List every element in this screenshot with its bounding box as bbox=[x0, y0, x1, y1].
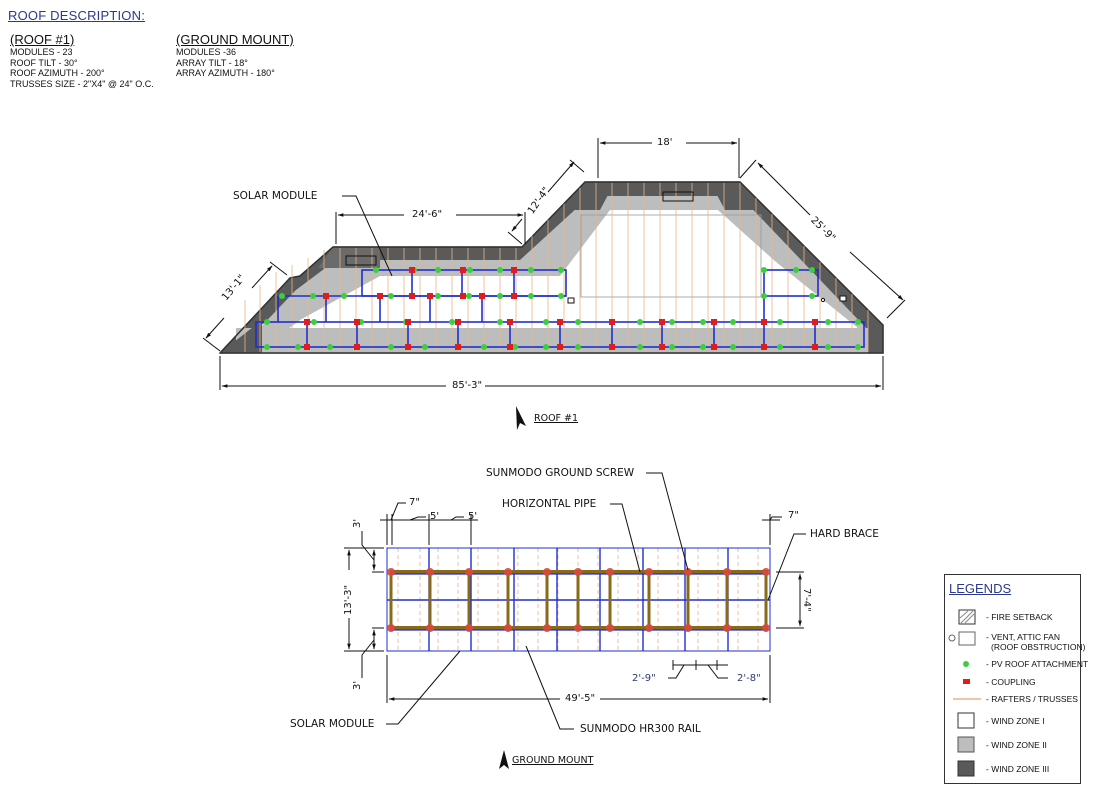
coupling-icon bbox=[963, 679, 970, 684]
ground-mount-modules: MODULES -36 bbox=[176, 47, 237, 57]
ground-solar-module-label: SOLAR MODULE bbox=[290, 718, 375, 730]
ground-screw-label: SUNMODO GROUND SCREW bbox=[486, 467, 635, 479]
legend-coupling: - COUPLING bbox=[945, 675, 1080, 693]
rafter-line-icon bbox=[953, 698, 981, 700]
roof1-description: (ROOF #1) MODULES - 23 ROOF TILT - 30° R… bbox=[10, 32, 154, 89]
white-square-icon bbox=[957, 712, 975, 729]
roof-obstructions bbox=[345, 191, 847, 304]
roof-caption: ROOF #1 bbox=[534, 413, 579, 424]
dim-upper-left: 24'-6" bbox=[412, 209, 443, 220]
green-dot-icon bbox=[963, 661, 969, 667]
dim-ground-width-total: 49'-5" bbox=[562, 693, 599, 704]
pv-roof-attachments bbox=[264, 267, 861, 350]
dim-module-w1: 2'-9" bbox=[632, 673, 656, 684]
north-arrow-icon-ground bbox=[499, 750, 509, 769]
legend-wind-zone-2: - WIND ZONE II bbox=[945, 735, 1080, 753]
dim-module-w2: 2'-8" bbox=[737, 673, 761, 684]
roof1-tilt: ROOF TILT - 30° bbox=[10, 57, 78, 68]
legend-vent: - VENT, ATTIC FAN (ROOF OBSTRUCTION) bbox=[945, 630, 1085, 656]
dim-top-overhang: 3' bbox=[352, 518, 363, 528]
dim-width-total: 85'-3" bbox=[449, 380, 486, 391]
ground-caption: GROUND MOUNT bbox=[512, 755, 594, 766]
roof1-trusses: TRUSSES SIZE - 2"X4" @ 24" O.C. bbox=[10, 78, 154, 89]
legend-pv-attachment: - PV ROOF ATTACHMENT bbox=[945, 657, 1088, 675]
hard-brace-label: HARD BRACE bbox=[810, 528, 879, 540]
legend-rafters: - RAFTERS / TRUSSES bbox=[945, 692, 1080, 710]
roof-outline bbox=[218, 181, 884, 354]
dim-right-offset: 7" bbox=[788, 510, 799, 521]
roof-solar-module-label: SOLAR MODULE bbox=[233, 190, 318, 202]
ground-dimension-lines bbox=[344, 472, 806, 730]
dim-height-total: 13'-3" bbox=[343, 582, 354, 617]
rail-label: SUNMODO HR300 RAIL bbox=[580, 723, 701, 735]
dim-spacing-1: 5' bbox=[430, 511, 440, 522]
legend-box: LEGENDS - FIRE SETBACK - VENT, ATTIC FAN… bbox=[944, 574, 1088, 784]
dim-bottom-overhang: 3' bbox=[352, 680, 363, 690]
dim-spacing-2: 5' bbox=[468, 511, 478, 522]
dim-top: 18' bbox=[657, 137, 673, 148]
ground-mount-description: (GROUND MOUNT) MODULES -36 ARRAY TILT - … bbox=[176, 32, 294, 79]
roof-dimension-lines bbox=[202, 138, 906, 390]
dim-left-offset: 7" bbox=[409, 497, 420, 508]
ground-mount-tilt: ARRAY TILT - 18° bbox=[176, 57, 248, 68]
vent-icon bbox=[948, 631, 976, 646]
ground-mount-title: (GROUND MOUNT) bbox=[176, 32, 294, 47]
lightgray-square-icon bbox=[957, 736, 975, 753]
roof1-modules: MODULES - 23 bbox=[10, 47, 73, 57]
ground-mount-drawing bbox=[386, 547, 771, 652]
legend-title: LEGENDS bbox=[949, 581, 1012, 596]
roof1-title: (ROOF #1) bbox=[10, 32, 75, 47]
legend-wind-zone-3: - WIND ZONE III bbox=[945, 759, 1080, 777]
ground-mount-azimuth: ARRAY AZIMUTH - 180° bbox=[176, 68, 275, 78]
darkgray-square-icon bbox=[957, 760, 975, 777]
couplings bbox=[304, 267, 818, 350]
legend-wind-zone-1: - WIND ZONE I bbox=[945, 711, 1080, 729]
horizontal-pipe-label: HORIZONTAL PIPE bbox=[502, 498, 597, 510]
legend-fire-setback: - FIRE SETBACK bbox=[945, 608, 1080, 626]
dim-pipe-spacing: 7'-4" bbox=[801, 586, 812, 614]
hatched-square-icon bbox=[958, 609, 976, 625]
page-title: ROOF DESCRIPTION: bbox=[8, 8, 146, 23]
roof1-azimuth: ROOF AZIMUTH - 200° bbox=[10, 68, 105, 78]
north-arrow-icon bbox=[516, 406, 526, 430]
